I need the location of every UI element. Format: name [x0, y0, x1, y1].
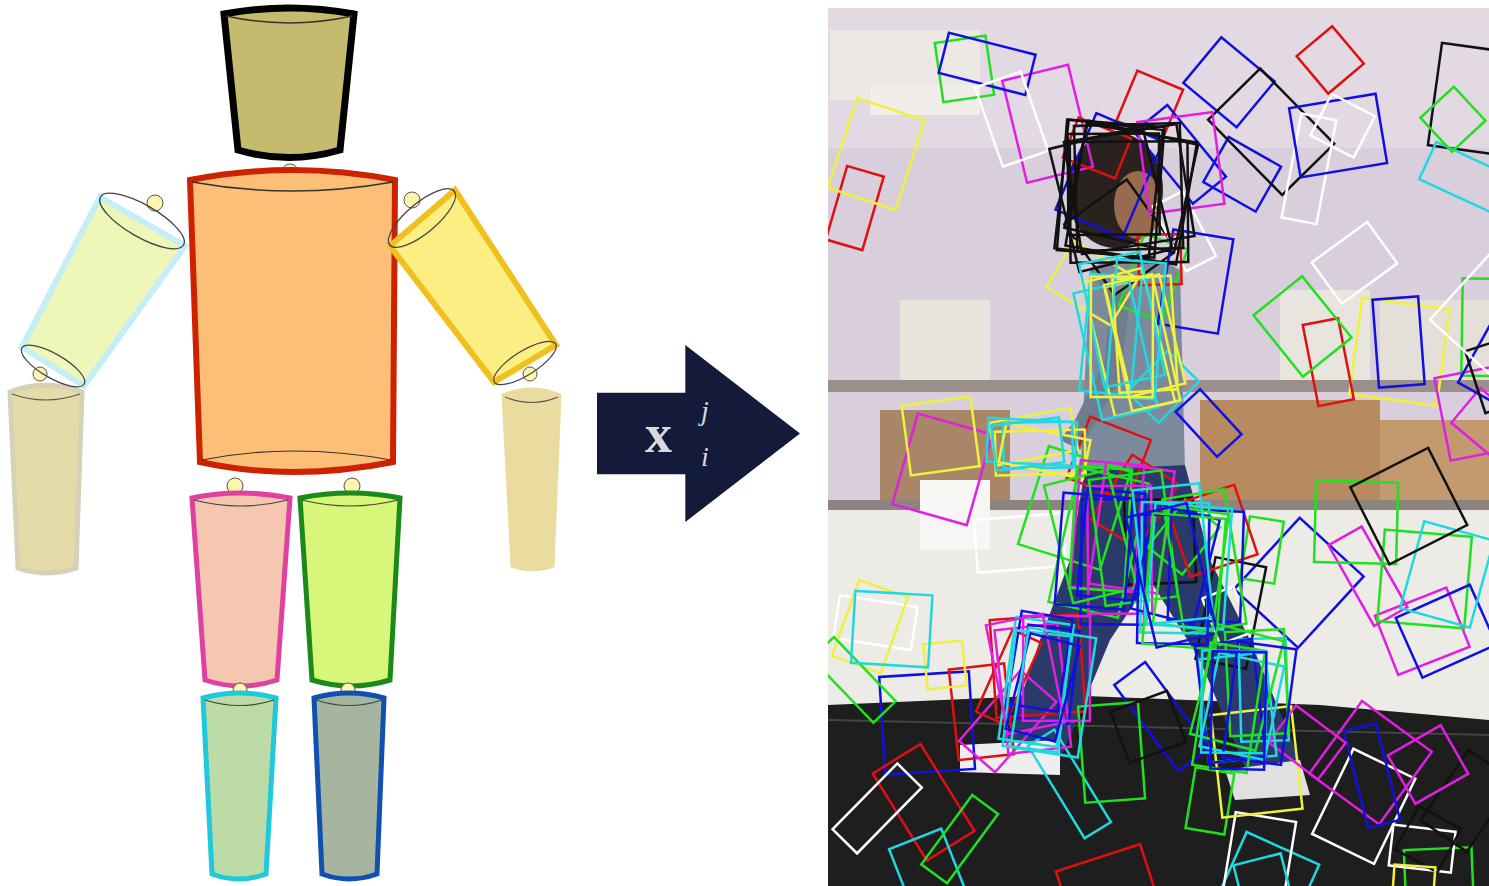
- shin-cylinder: [314, 693, 384, 879]
- detection-box: [1049, 126, 1172, 272]
- detection-box: [1420, 87, 1485, 152]
- detection-box: [1186, 767, 1235, 834]
- detection-box: [1176, 389, 1242, 457]
- detection-box: [1395, 806, 1461, 873]
- detection-box: [1203, 137, 1281, 212]
- detection-box: [1210, 651, 1266, 770]
- detection-box: [1451, 388, 1489, 463]
- detection-box: [1388, 725, 1468, 803]
- detection-box: [921, 795, 998, 883]
- detection-box: [1421, 750, 1489, 852]
- detection-box: [975, 72, 1048, 167]
- detection-box: [1350, 448, 1467, 565]
- detection-box: [1268, 705, 1345, 779]
- math-symbol: x: [645, 407, 672, 461]
- detection-box: [828, 166, 884, 250]
- detection-box: [1309, 701, 1432, 824]
- detection-box: [902, 396, 980, 475]
- detection-box: [1372, 296, 1424, 387]
- detection-box: [1104, 274, 1180, 411]
- detection-box: [892, 414, 992, 526]
- detection-box: [828, 637, 896, 723]
- detection-box: [1419, 142, 1489, 213]
- detection-box: [851, 591, 932, 668]
- detection-box: [1068, 133, 1160, 235]
- detection-box: [1396, 585, 1489, 678]
- detection-box: [1056, 844, 1169, 886]
- detection-box: [991, 418, 1064, 471]
- head-cylinder: [224, 8, 354, 158]
- forearm-cylinder: [10, 385, 82, 573]
- detection-box: [1254, 276, 1352, 377]
- photo: [812, 8, 1489, 886]
- detection-box: [889, 829, 977, 886]
- arrow-outline: [597, 345, 800, 522]
- detection-box: [939, 33, 1036, 95]
- detection-box: [1310, 94, 1375, 158]
- detection-box: [1112, 276, 1178, 393]
- detection-box: [1389, 864, 1436, 886]
- detection-box: [1282, 114, 1337, 225]
- upper-arm-cylinder: [390, 190, 556, 382]
- detection-box: [1207, 832, 1320, 886]
- detection-box: [1289, 94, 1387, 178]
- thigh-cylinder: [300, 493, 400, 686]
- body-model: [10, 8, 562, 879]
- detection-box: [1142, 513, 1226, 650]
- detection-box: [1430, 255, 1489, 377]
- detection-box: [1314, 481, 1398, 564]
- detection-box: [1006, 633, 1080, 741]
- detection-box: [1223, 642, 1297, 765]
- torso-cylinder: [190, 170, 395, 472]
- thigh-cylinder: [192, 493, 290, 686]
- detection-box: [1377, 530, 1472, 629]
- detection-box: [1110, 691, 1185, 763]
- detection-box: [833, 763, 922, 853]
- detection-box: [1344, 723, 1400, 827]
- detection-box: [828, 98, 925, 210]
- detection-box: [1065, 124, 1197, 265]
- arrow-shape: x ji: [597, 345, 800, 522]
- forearm-cylinder: [503, 389, 560, 570]
- math-subscript: i: [701, 443, 709, 471]
- detection-box: [873, 744, 975, 861]
- detection-box: [1240, 516, 1283, 583]
- detection-box: [1133, 483, 1214, 624]
- detection-box: [1091, 277, 1153, 398]
- upper-arm-cylinder: [22, 197, 185, 386]
- math-superscript: j: [701, 397, 709, 425]
- detection-box: [1007, 611, 1073, 712]
- detection-box: [1074, 123, 1183, 251]
- detection-box: [1458, 310, 1489, 412]
- shin-cylinder: [203, 693, 276, 879]
- detection-box: [1010, 628, 1096, 758]
- arrow-fill: [597, 345, 800, 522]
- detection-box: [976, 630, 1041, 725]
- detection-box: [935, 36, 994, 103]
- detection-box: [1312, 222, 1398, 304]
- detection-box: [1297, 26, 1364, 93]
- detection-box: [1126, 503, 1217, 647]
- detection-box: [1233, 853, 1295, 886]
